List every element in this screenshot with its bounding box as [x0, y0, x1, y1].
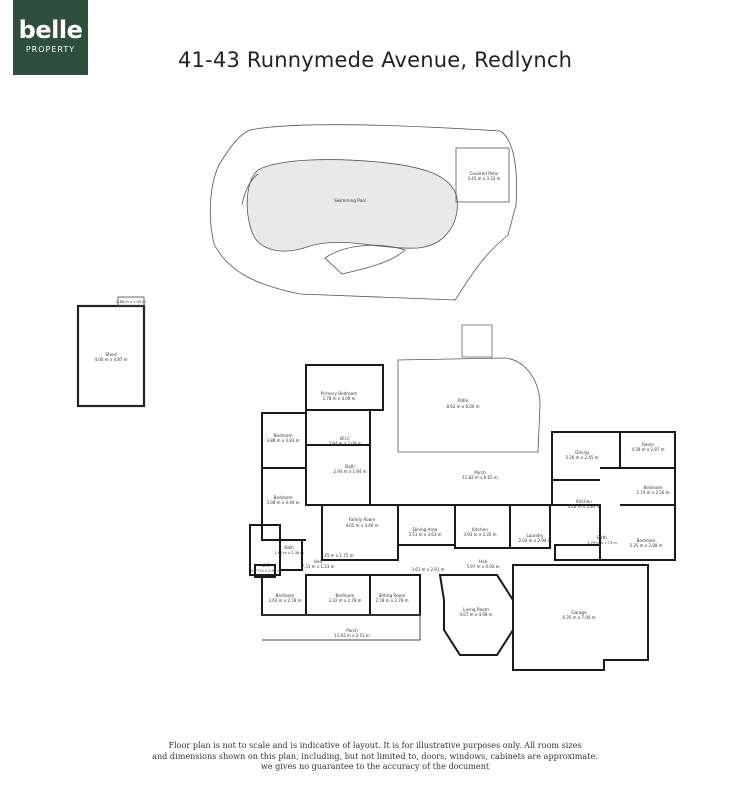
- label-garage-name: Garage: [571, 610, 587, 615]
- label-wic-name: W.I.C: [340, 436, 351, 441]
- label-bedroom-s2-name: Bedroom: [336, 593, 355, 598]
- label-kitchen-dims: 3.93 m x 3.35 m: [463, 532, 496, 537]
- label-ensuite-dims: 2.94 m x 1.94 m: [333, 469, 366, 474]
- logo-wordmark: belle: [18, 16, 83, 44]
- label-room-ne-dims: 4.39 m x 2.87 m: [631, 447, 664, 452]
- label-patio-dims: 8.62 m x 6.00 m: [446, 404, 479, 409]
- label-bath-e-name: Bath: [597, 535, 607, 540]
- label-sitting-room-dims: 2.78 m x 2.78 m: [375, 598, 408, 603]
- disclaimer: Floor plan is not to scale and is indica…: [150, 740, 600, 772]
- disclaimer-line-3: we gives no guarantee to the accuracy of…: [260, 761, 490, 771]
- label-kitchen-e-name: Kitchen: [576, 499, 592, 504]
- label-pool-name: Swimming Pool: [334, 198, 366, 203]
- label-porch-mid-dims: 11.82 m x 6.65 m: [462, 475, 498, 480]
- label-hall-e-name: Hall: [479, 559, 487, 564]
- label-bath-w-dims: 1.80 m x 2.38 m: [274, 551, 304, 555]
- shed: [76, 296, 146, 408]
- label-wc-dims: 0.77 m x 0.92 m: [251, 569, 281, 573]
- label-bedroom-s1-name: Bedroom: [276, 593, 295, 598]
- label-bedroom-nw-name: Bedroom: [274, 433, 293, 438]
- page-title: 41-43 Runnymede Avenue, Redlynch: [178, 48, 573, 72]
- label-hall-w-dims: 7.31 m x 1.23 m: [301, 564, 334, 569]
- label-family-room-name: Family Room: [349, 517, 376, 522]
- label-bedroom-nw-dims: 3.88 m x 3.83 m: [266, 438, 299, 443]
- house-walls: [249, 324, 676, 671]
- label-bath-e-dims: 1.79 m x 1.73 m: [587, 541, 617, 545]
- label-covered-patio-name: Covered Patio: [469, 171, 498, 176]
- label-primary-bedroom-name: Primary Bedroom: [321, 391, 357, 396]
- label-bedroom-s2-dims: 3.32 m x 2.78 m: [328, 598, 361, 603]
- label-covered-patio-dims: 3.45 m x 3.33 m: [467, 176, 500, 181]
- label-laundry-dims: 2.04 m x 2.94 m: [518, 538, 551, 543]
- label-shed-dims: 4.00 m x 4.87 m: [94, 357, 127, 362]
- label-ensuite-name: Bath: [345, 464, 355, 469]
- belle-logo: belle PROPERTY: [13, 0, 88, 75]
- label-living-room-dims: 4.67 m x 4.98 m: [459, 612, 492, 617]
- label-wic-dims: 3.84 m x 2.09 m: [328, 441, 361, 446]
- pool-area: [209, 124, 518, 301]
- label-kitchen-e-dims: 3.28 m x 3.84 m: [567, 504, 600, 509]
- label-room-ne-name: Room: [642, 442, 654, 447]
- label-bedroom-e1-name: Bedroom: [644, 485, 663, 490]
- label-primary-bedroom-dims: 3.78 m x 4.09 m: [322, 396, 355, 401]
- label-porch-s-dims: 11.93 m x 2.51 m: [334, 633, 370, 638]
- label-hall-c-dims: 3.61 m x 2.91 m: [411, 567, 444, 572]
- label-bedroom-w-dims: 3.08 m x 3.49 m: [266, 500, 299, 505]
- label-bedroom-e1-dims: 2.74 m x 2.56 m: [636, 490, 669, 495]
- label-family-room-dims: 4.65 m x 4.46 m: [345, 523, 378, 528]
- label-dining-e-dims: 3.26 m x 2.45 m: [565, 455, 598, 460]
- label-wc-name: W.C: [262, 563, 270, 568]
- label-hall-e-dims: 5.97 m x 0.92 m: [466, 564, 499, 569]
- label-garage-dims: 6.35 m x 7.00 m: [562, 615, 595, 620]
- label-hall-mid-dims: 2.45 m x 1.75 m: [320, 553, 353, 558]
- label-dining-area-dims: 3.51 m x 3.63 m: [408, 532, 441, 537]
- label-bedroom-w-name: Bedroom: [274, 495, 293, 500]
- label-bath-w-name: Bath: [284, 545, 294, 550]
- label-bedroom-e2-name: Bedroom: [637, 538, 656, 543]
- label-bedroom-s1-dims: 3.62 m x 2.78 m: [268, 598, 301, 603]
- label-hall-w-name: Hall: [314, 559, 322, 564]
- label-porch-mid-name: Porch: [474, 470, 486, 475]
- room-labels: Swimming Pool Covered Patio 3.45 m x 3.3…: [94, 171, 669, 638]
- label-porch-s-name: Porch: [346, 628, 358, 633]
- label-shed-name: Shed: [105, 352, 117, 358]
- disclaimer-line-2: and dimensions shown on this plan, inclu…: [152, 750, 598, 761]
- label-laundry-name: Laundry: [526, 533, 544, 538]
- label-kitchen-name: Kitchen: [472, 527, 488, 532]
- label-dining-area-name: Dining Area: [413, 527, 438, 532]
- label-living-room-name: Living Room: [463, 607, 489, 612]
- label-shed-annex-dims: 0.88 m x 1.45 m: [116, 300, 146, 304]
- disclaimer-line-1: Floor plan is not to scale and is indica…: [168, 740, 582, 750]
- label-patio-name: Patio: [458, 398, 469, 403]
- label-bedroom-e2-dims: 3.35 m x 2.88 m: [629, 543, 662, 548]
- logo-subtitle: PROPERTY: [25, 45, 76, 54]
- label-dining-e-name: Dining: [575, 450, 589, 455]
- label-sitting-room-name: Sitting Room: [379, 593, 406, 598]
